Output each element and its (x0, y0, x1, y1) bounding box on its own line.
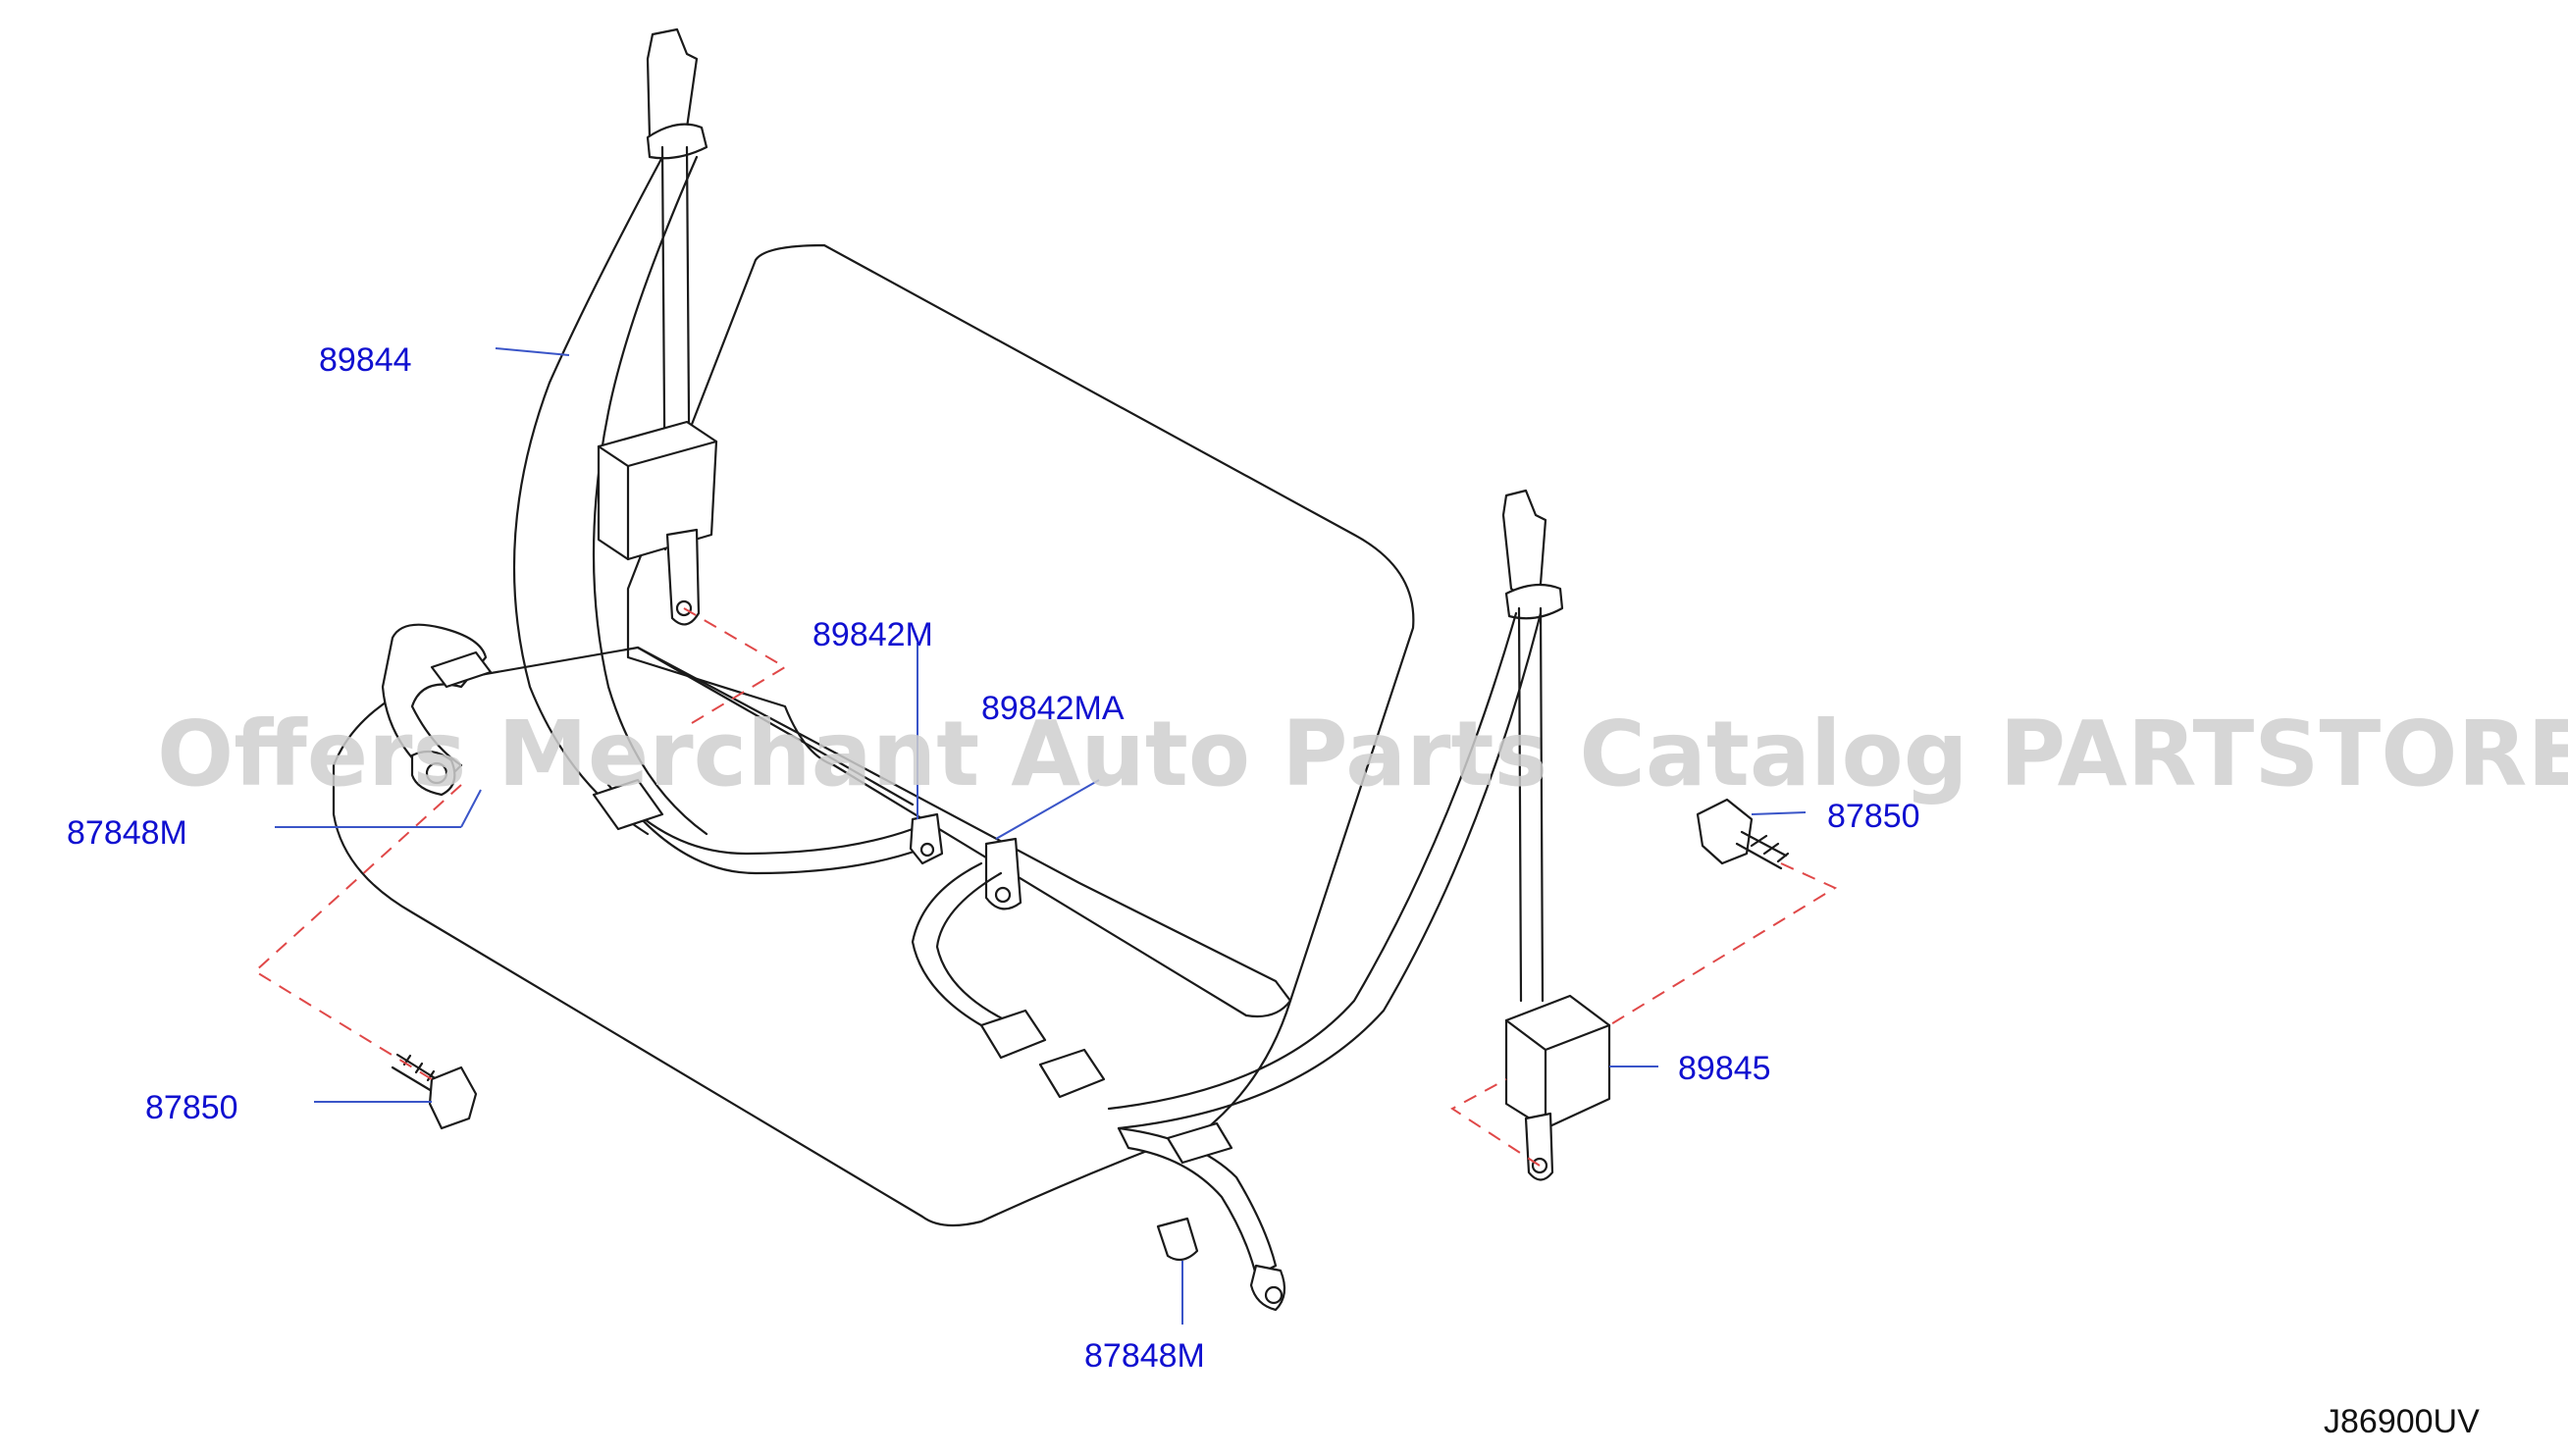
watermark: Offers Merchant Auto Parts Catalog PARTS… (157, 702, 2568, 806)
right-guide-ring (1504, 583, 1564, 620)
right-shoulder-webbing (1107, 611, 1543, 1130)
right-strap-buckle (1166, 1121, 1233, 1165)
callout-89842MA[interactable]: 89842MA (981, 690, 1125, 727)
install-line-right-retractor (1450, 862, 1838, 1167)
callout-89844[interactable]: 89844 (319, 341, 412, 379)
center-tongue-plate-2 (1038, 1048, 1106, 1099)
right-vertical-webbing (1517, 606, 1545, 1003)
left-retractor-front (597, 440, 718, 561)
right-floor-anchor-bolt (1264, 1285, 1284, 1305)
bolt-left (391, 1053, 478, 1130)
clip-bottom (1156, 1217, 1199, 1262)
center-buckle-anchor-1 (909, 812, 944, 865)
left-shoulder-webbing (512, 155, 708, 836)
seat-crease (636, 646, 915, 806)
right-upper-anchor (1501, 489, 1547, 600)
right-retractor (1504, 994, 1611, 1130)
left-anchor-plate (410, 750, 456, 797)
center-buckle-anchor-1-hole (919, 842, 935, 858)
callout-87848M-bottom[interactable]: 87848M (1084, 1337, 1205, 1375)
right-retractor-tab (1524, 1112, 1554, 1181)
center-buckle-anchor-2-hole (994, 886, 1012, 904)
callout-87850-left[interactable]: 87850 (145, 1089, 238, 1126)
left-strap-buckle (430, 650, 493, 689)
diagram-code: J86900UV (2324, 1403, 2480, 1440)
left-retractor-hole (675, 599, 693, 617)
install-line-left-retractor (683, 607, 787, 727)
left-retractor-tab (665, 528, 701, 626)
center-tongue-plate (979, 1009, 1047, 1060)
callout-87848M-left[interactable]: 87848M (67, 814, 187, 852)
left-retractor (597, 420, 718, 561)
center-down-webbing (911, 861, 1008, 1027)
center-buckle-tongue (592, 778, 664, 831)
callout-89842M[interactable]: 89842M (812, 616, 933, 653)
callout-89845[interactable]: 89845 (1678, 1050, 1771, 1087)
callout-87850-right[interactable]: 87850 (1827, 798, 1920, 835)
center-lap-webbing (606, 783, 924, 875)
leader-87850-right (1751, 811, 1807, 815)
right-retractor-hole (1531, 1157, 1548, 1174)
leader-87848M-left-2 (460, 789, 482, 828)
left-anchor-bolt-head (425, 761, 448, 785)
right-floor-anchor (1249, 1264, 1286, 1312)
leader-89844 (495, 347, 570, 356)
bolt-right (1696, 798, 1790, 870)
install-line-left-bolt (253, 784, 462, 1080)
center-buckle-anchor-2 (984, 837, 1022, 910)
leader-89842MA (995, 779, 1100, 840)
